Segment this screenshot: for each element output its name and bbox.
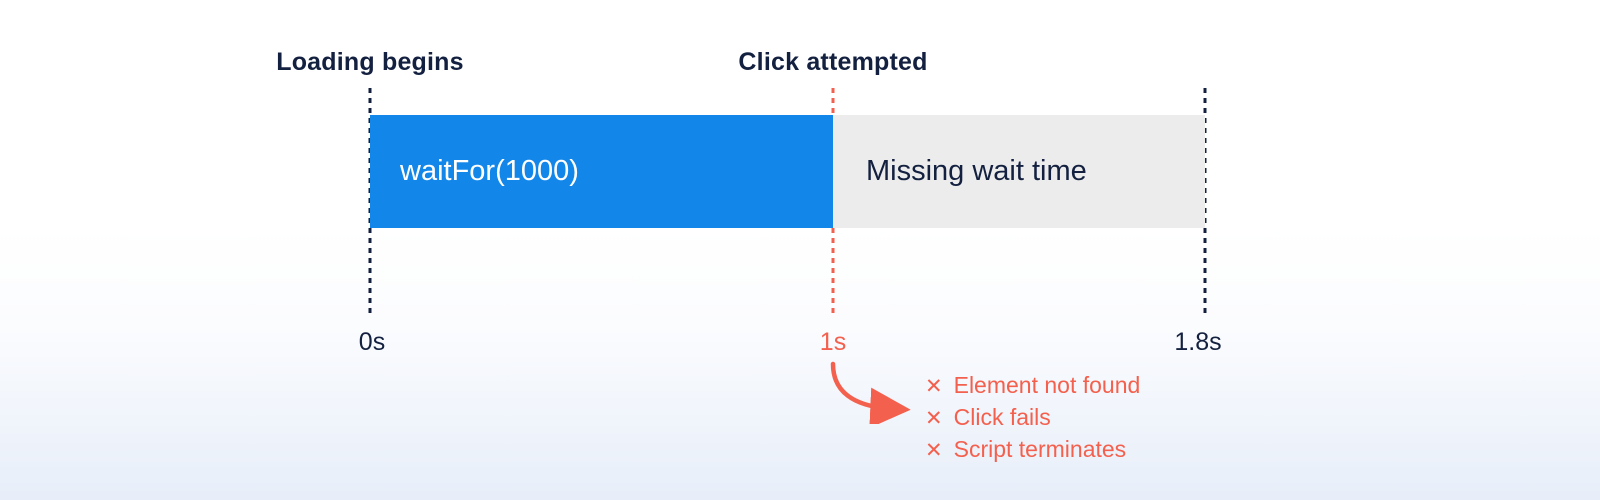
error-text: Click fails — [953, 404, 1051, 430]
error-item: ✕ Click fails — [925, 402, 1140, 434]
tick-1-8s: 1.8s — [1174, 328, 1222, 356]
error-text: Script terminates — [953, 436, 1127, 462]
x-icon: ✕ — [925, 407, 943, 430]
x-icon: ✕ — [925, 375, 943, 398]
error-item: ✕ Element not found — [925, 370, 1140, 402]
waitfor-bar-label: waitFor(1000) — [400, 155, 579, 187]
tick-1s: 1s — [819, 328, 847, 356]
tick-0s: 0s — [358, 328, 386, 356]
missing-wait-bar-label: Missing wait time — [866, 155, 1087, 187]
curved-arrow-icon — [830, 361, 911, 424]
error-list: ✕ Element not found ✕ Click fails ✕ Scri… — [925, 370, 1140, 466]
missing-wait-bar: Missing wait time — [833, 115, 1205, 228]
x-icon: ✕ — [925, 439, 943, 462]
error-item: ✕ Script terminates — [925, 434, 1140, 466]
loading-begins-label: Loading begins — [276, 48, 464, 76]
click-attempted-label: Click attempted — [738, 48, 928, 76]
timeline-marker-1-8s — [1203, 88, 1207, 318]
error-text: Element not found — [953, 372, 1141, 398]
waitfor-bar: waitFor(1000) — [370, 115, 833, 228]
